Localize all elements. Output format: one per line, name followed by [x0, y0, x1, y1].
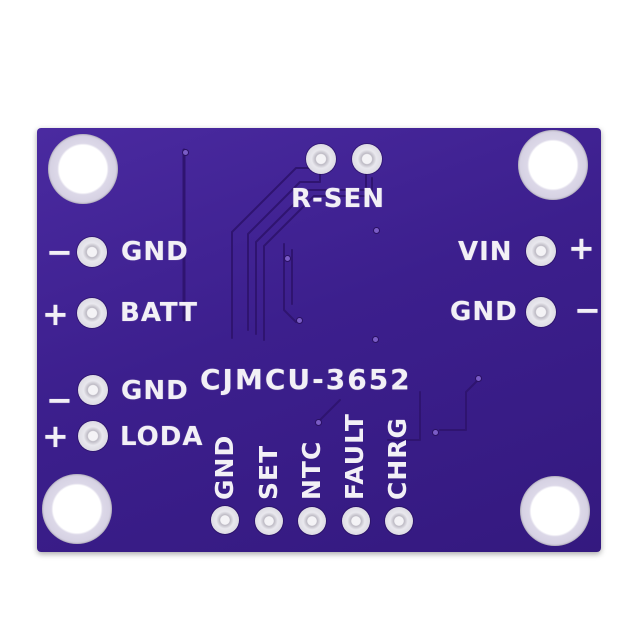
bottom-pin-2-label: NTC	[297, 440, 326, 500]
via	[476, 376, 481, 381]
right-pin-0-pad[interactable]	[526, 236, 556, 266]
mounting-hole-bottom-right	[520, 476, 590, 546]
right-pin-1-label: GND	[450, 297, 518, 327]
bottom-pin-3-label: FAULT	[340, 413, 369, 500]
left-pin-1-label: BATT	[120, 298, 198, 328]
via	[297, 318, 302, 323]
mounting-hole-bottom-left	[42, 474, 112, 544]
left-pin-2-sign: −	[46, 381, 73, 419]
via	[374, 228, 379, 233]
board-model-title: CJMCU-3652	[200, 363, 412, 396]
bottom-pin-2-pad[interactable]	[298, 507, 326, 535]
right-pin-1-sign: −	[574, 291, 601, 329]
right-pin-0-sign: +	[568, 229, 595, 267]
via	[285, 256, 290, 261]
left-pin-3-sign: +	[42, 417, 69, 455]
via	[433, 430, 438, 435]
bottom-pin-0-label: GND	[210, 434, 239, 500]
bottom-pin-0-pad[interactable]	[211, 506, 239, 534]
left-pin-0-pad[interactable]	[77, 237, 107, 267]
left-pin-0-sign: −	[46, 233, 73, 271]
left-pin-3-label: LODA	[120, 422, 204, 452]
bottom-pin-4-label: CHRG	[383, 416, 412, 500]
left-pin-2-pad[interactable]	[78, 375, 108, 405]
left-pin-3-pad[interactable]	[78, 421, 108, 451]
via	[183, 150, 188, 155]
via	[316, 420, 321, 425]
left-pin-1-sign: +	[42, 295, 69, 333]
mounting-hole-top-right	[518, 130, 588, 200]
left-pin-1-pad[interactable]	[77, 298, 107, 328]
bottom-pin-1-label: SET	[254, 444, 283, 500]
right-pin-1-pad[interactable]	[526, 297, 556, 327]
pcb-board	[37, 128, 601, 552]
rsen-pad-2[interactable]	[352, 144, 382, 174]
bottom-pin-3-pad[interactable]	[342, 507, 370, 535]
bottom-pin-4-pad[interactable]	[385, 507, 413, 535]
bottom-pin-1-pad[interactable]	[255, 507, 283, 535]
rsen-pad-1[interactable]	[306, 144, 336, 174]
right-pin-0-label: VIN	[458, 237, 513, 267]
rsen-label: R-SEN	[291, 184, 386, 214]
left-pin-0-label: GND	[121, 237, 189, 267]
left-pin-2-label: GND	[121, 376, 189, 406]
via	[373, 337, 378, 342]
mounting-hole-top-left	[48, 134, 118, 204]
